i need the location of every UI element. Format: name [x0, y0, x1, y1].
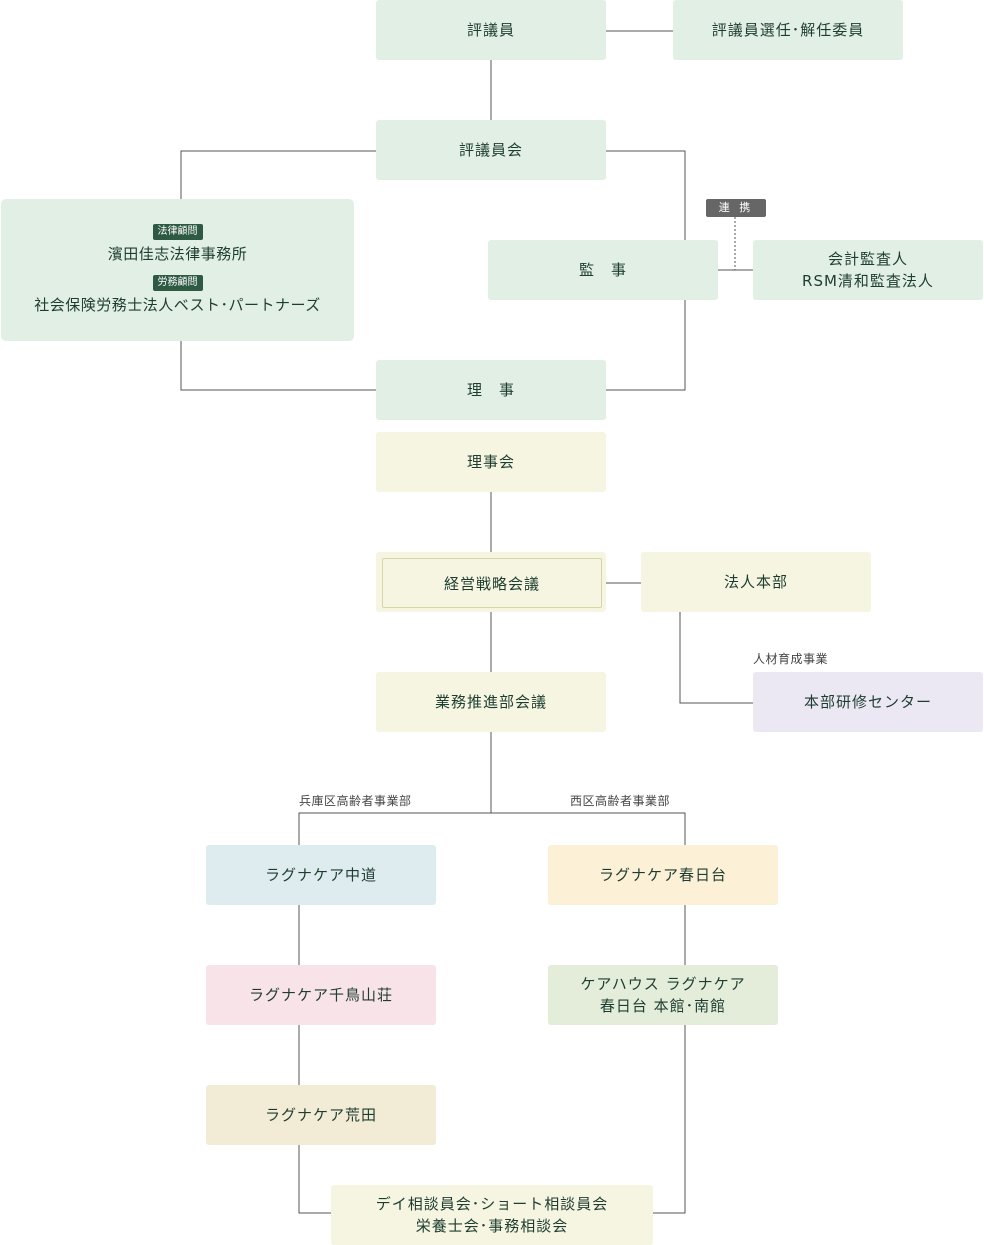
kanji-label: 監 事: [578, 261, 627, 279]
gyomu-label: 業務推進部会議: [434, 693, 547, 711]
hyogo-division-label: 兵庫区高齢者事業部: [299, 794, 412, 808]
rijikai-box: 理事会: [376, 432, 606, 492]
hyogiin-senin-label: 評議員選任･解任委員: [711, 21, 865, 39]
advisors-box: 法律顧問 濱田佳志法律事務所 労務顧問 社会保険労務士法人ベスト･パートナーズ: [1, 199, 354, 341]
carehouse-line1: ケアハウス ラグナケア: [580, 975, 746, 993]
legal-advisor-tag: 法律顧問: [152, 224, 203, 240]
kasugadai-label: ラグナケア春日台: [598, 866, 727, 884]
riji-label: 理 事: [466, 381, 515, 399]
nishi-division-label: 西区高齢者事業部: [570, 794, 671, 808]
hyogiinkai-box: 評議員会: [376, 120, 606, 180]
rijikai-label: 理事会: [466, 453, 515, 471]
carehouse-box: ケアハウス ラグナケア 春日台 本館･南館: [548, 965, 778, 1025]
labor-advisor-tag: 労務顧問: [152, 275, 203, 291]
kenshu-box: 本部研修センター: [753, 672, 983, 732]
sodan-box: デイ相談員会･ショート相談員会 栄養士会･事務相談会: [331, 1185, 653, 1245]
chidori-box: ラグナケア千鳥山荘: [206, 965, 436, 1025]
sodan-line2: 栄養士会･事務相談会: [415, 1217, 569, 1235]
kanji-box: 監 事: [488, 240, 718, 300]
arata-label: ラグナケア荒田: [264, 1106, 377, 1124]
kaikei-line1: 会計監査人: [827, 250, 908, 268]
hyogiin-label: 評議員: [466, 21, 515, 39]
nakamichi-label: ラグナケア中道: [264, 866, 377, 884]
renkei-badge: 連 携: [706, 199, 766, 217]
hojin-honbu-box: 法人本部: [641, 552, 871, 612]
kaikei-box: 会計監査人 RSM清和監査法人: [753, 240, 983, 300]
keiei-box: [376, 552, 606, 612]
hojin-honbu-label: 法人本部: [723, 573, 788, 591]
jinzai-label: 人材育成事業: [753, 652, 829, 666]
legal-advisor-name: 濱田佳志法律事務所: [107, 245, 248, 263]
kaikei-line2: RSM清和監査法人: [802, 272, 934, 290]
keiei-inner-frame: 経営戦略会議: [382, 558, 602, 608]
nakamichi-box: ラグナケア中道: [206, 845, 436, 905]
kasugadai-box: ラグナケア春日台: [548, 845, 778, 905]
hyogiinkai-label: 評議員会: [458, 141, 523, 159]
hyogiin-box: 評議員: [376, 0, 606, 60]
carehouse-line2: 春日台 本館･南館: [599, 997, 727, 1015]
labor-advisor-name: 社会保険労務士法人ベスト･パートナーズ: [34, 296, 321, 314]
arata-box: ラグナケア荒田: [206, 1085, 436, 1145]
chidori-label: ラグナケア千鳥山荘: [248, 986, 393, 1004]
riji-box: 理 事: [376, 360, 606, 420]
kenshu-label: 本部研修センター: [803, 693, 932, 711]
keiei-label: 経営戦略会議: [443, 574, 540, 593]
hyogiin-senin-box: 評議員選任･解任委員: [673, 0, 903, 60]
gyomu-box: 業務推進部会議: [376, 672, 606, 732]
sodan-line1: デイ相談員会･ショート相談員会: [375, 1195, 609, 1213]
